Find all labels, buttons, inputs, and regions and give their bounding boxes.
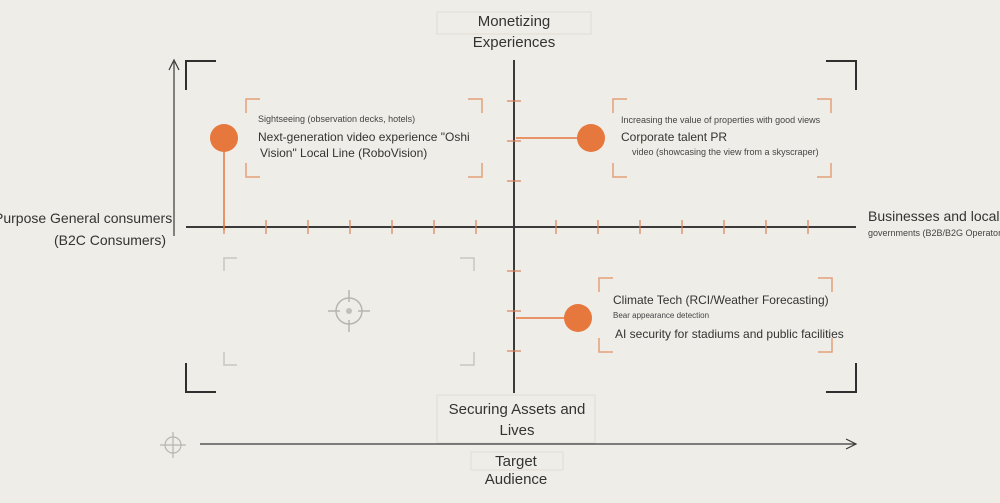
- bottom-arrow-head: [845, 438, 858, 450]
- target-icon: [160, 432, 186, 458]
- axis-label-right: Businesses and local governments (B2B/B2…: [868, 208, 1000, 238]
- bracket-top-left: [245, 98, 483, 178]
- crosshair-icon: [328, 290, 370, 332]
- item-top-right: Increasing the value of properties with …: [621, 115, 821, 157]
- vertical-ticks: [507, 100, 521, 352]
- item-bottom-right: Climate Tech (RCI/Weather Forecasting) B…: [613, 293, 844, 341]
- marker-top-left: [210, 124, 238, 152]
- horizontal-ticks: [223, 220, 809, 234]
- bracket-top-right: [612, 98, 832, 178]
- item-top-left: Sightseeing (observation decks, hotels) …: [258, 114, 470, 160]
- bracket-bottom-right: [598, 277, 833, 353]
- marker-top-right: [577, 124, 605, 152]
- empty-quadrant-bracket: [223, 257, 475, 366]
- marker-bottom-right: [564, 304, 592, 332]
- axes: [168, 58, 858, 450]
- frame-brackets: [185, 60, 857, 393]
- axis-label-left: Purpose General consumers(B2C Consumers): [0, 210, 173, 248]
- left-arrow-head: [168, 58, 180, 71]
